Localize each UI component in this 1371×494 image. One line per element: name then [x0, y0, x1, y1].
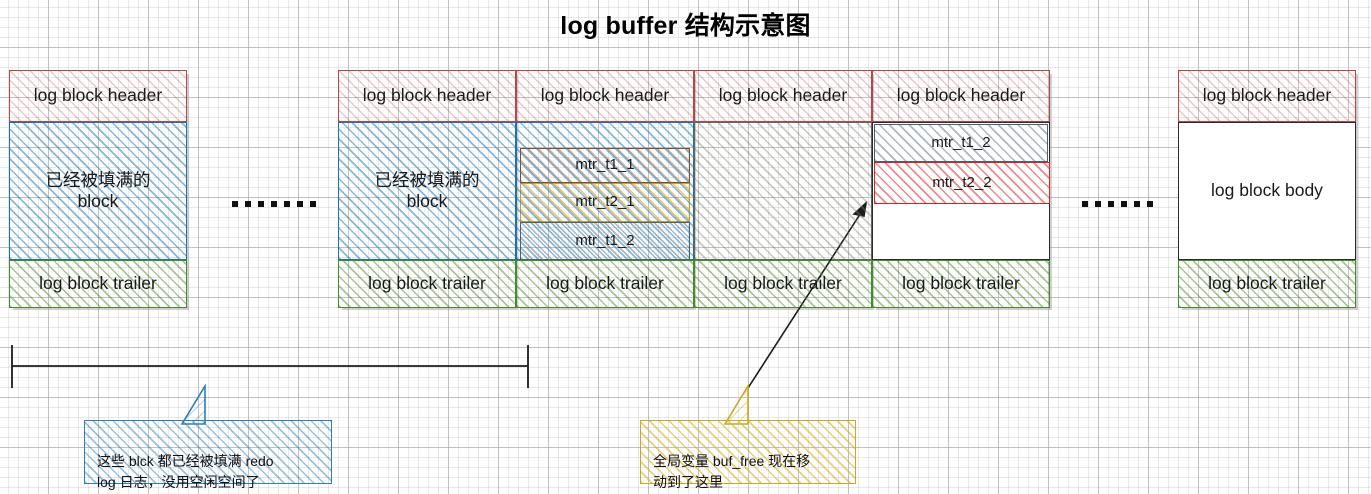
block-4-body: [694, 122, 872, 260]
callout-yellow-box: 全局变量 buf_free 现在移 动到了这里: [640, 420, 856, 490]
block-6-body: log block body: [1178, 122, 1356, 260]
callout-buf-free: 全局变量 buf_free 现在移 动到了这里: [640, 384, 856, 490]
log-block-1: log block header 已经被填满的 block log block …: [9, 70, 187, 308]
block-5-mtr-t2-2: mtr_t2_2: [874, 162, 1050, 204]
log-block-5: log block header mtr_t1_2 mtr_t2_2 log b…: [872, 70, 1050, 308]
page-title: log buffer 结构示意图: [560, 12, 811, 40]
dimension-line: [11, 345, 529, 388]
block-5-mtr-t1-2: mtr_t1_2: [874, 124, 1048, 162]
log-block-4: log block header log block trailer: [694, 70, 872, 308]
block-3-trailer: log block trailer: [516, 260, 694, 308]
block-1-header: log block header: [9, 70, 187, 122]
block-1-body: 已经被填满的 block: [9, 122, 187, 260]
block-6-header: log block header: [1178, 70, 1356, 122]
log-block-6: log block header log block body log bloc…: [1178, 70, 1356, 308]
block-3-mtr-t1-2: mtr_t1_2: [520, 222, 690, 260]
block-2-header: log block header: [338, 70, 516, 122]
block-3-header: log block header: [516, 70, 694, 122]
log-block-3: log block header mtr_t1_1 mtr_t2_1 mtr_t…: [516, 70, 694, 308]
block-1-trailer: log block trailer: [9, 260, 187, 308]
ellipsis-left: [232, 201, 316, 207]
log-block-2: log block header 已经被填满的 block log block …: [338, 70, 516, 308]
callout-blue-box: 这些 blck 都已经被填满 redo log 日志，没用空闲空间了: [84, 420, 332, 490]
ellipsis-right: [1082, 201, 1153, 207]
block-2-trailer: log block trailer: [338, 260, 516, 308]
block-2-body: 已经被填满的 block: [338, 122, 516, 260]
block-4-trailer: log block trailer: [694, 260, 872, 308]
block-4-header: log block header: [694, 70, 872, 122]
callout-filled-blocks: 这些 blck 都已经被填满 redo log 日志，没用空闲空间了: [84, 384, 332, 490]
block-3-mtr-t1-1: mtr_t1_1: [520, 148, 690, 183]
block-6-trailer: log block trailer: [1178, 260, 1356, 308]
block-3-mtr-t2-1: mtr_t2_1: [520, 183, 690, 222]
block-5-header: log block header: [872, 70, 1050, 122]
block-5-trailer: log block trailer: [872, 260, 1050, 308]
